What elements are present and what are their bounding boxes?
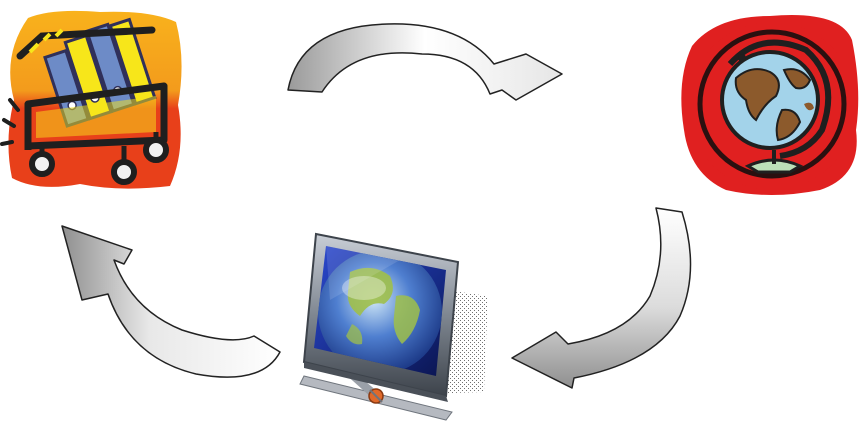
arrow-library-to-world (288, 24, 562, 100)
book-cart-icon (2, 11, 182, 189)
curved-arrow-icon (62, 226, 280, 377)
arrow-world-to-computer (512, 208, 691, 388)
curved-arrow-icon (288, 24, 562, 100)
globe-icon (681, 15, 858, 195)
curved-arrow-icon (512, 208, 691, 388)
arrow-computer-to-library (62, 226, 280, 377)
computer-monitor-icon (300, 234, 488, 420)
